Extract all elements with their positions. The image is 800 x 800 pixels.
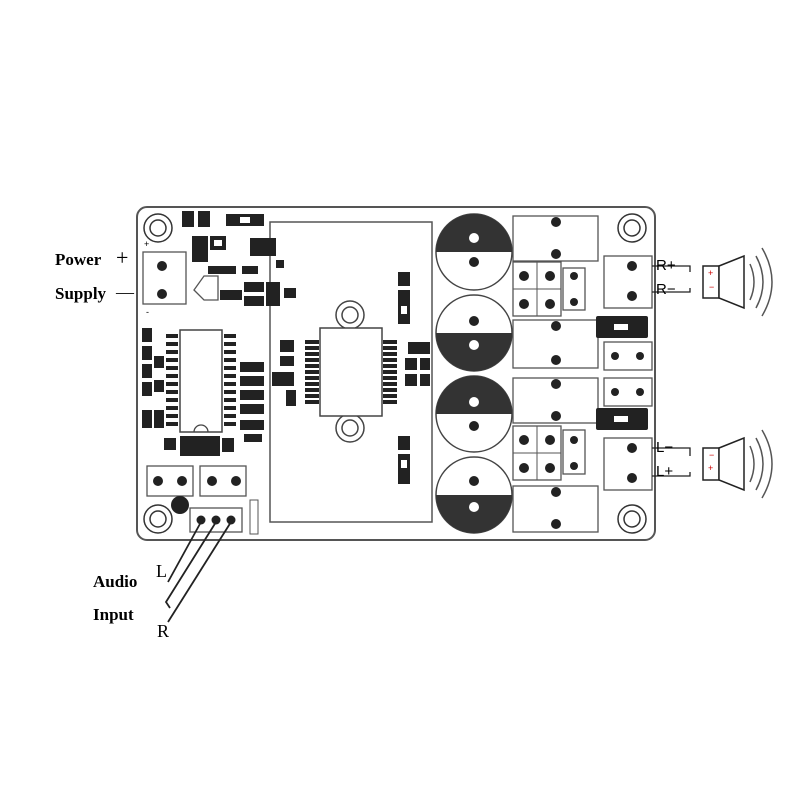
smd-components: [272, 272, 430, 484]
audio-right-label: R: [157, 621, 170, 641]
power-minus-sign: —: [116, 282, 134, 302]
capacitors: [435, 213, 513, 534]
power-terminal: [142, 251, 187, 305]
input-label: Input: [93, 605, 134, 624]
speaker-r-minus-label: R−: [656, 281, 676, 298]
chip-pins-right: [383, 340, 397, 404]
left-ic: [179, 329, 223, 433]
supply-label: Supply: [55, 284, 107, 303]
top-left-components: [182, 211, 296, 306]
board-minus-mark: -: [146, 307, 149, 317]
left-ic-pins: [142, 328, 264, 456]
amplifier-chip: [319, 327, 383, 417]
speaker-l-minus-label: L−: [656, 439, 674, 456]
speaker-left: [652, 429, 773, 499]
audio-input-wires: [164, 521, 232, 623]
power-label: Power: [55, 250, 102, 269]
inductor-pins: [519, 217, 648, 529]
audio-label: Audio: [93, 572, 138, 591]
speaker-r-plus-label: R+: [656, 257, 676, 274]
speaker-l-polarity-plus: +: [708, 463, 714, 473]
speaker-r-polarity-minus: −: [709, 282, 715, 292]
speaker-l-plus-label: L+: [656, 463, 674, 480]
power-plus-sign: +: [116, 245, 129, 270]
board-plus-mark: +: [144, 239, 150, 249]
led-indicator: [171, 496, 189, 514]
speaker-right: [652, 247, 773, 317]
audio-left-label: L: [156, 561, 167, 581]
speaker-l-polarity-minus: −: [709, 450, 715, 460]
heatsink-outline: [269, 221, 433, 523]
speaker-r-polarity-plus: +: [708, 268, 714, 278]
chip-pins-left: [305, 340, 319, 404]
